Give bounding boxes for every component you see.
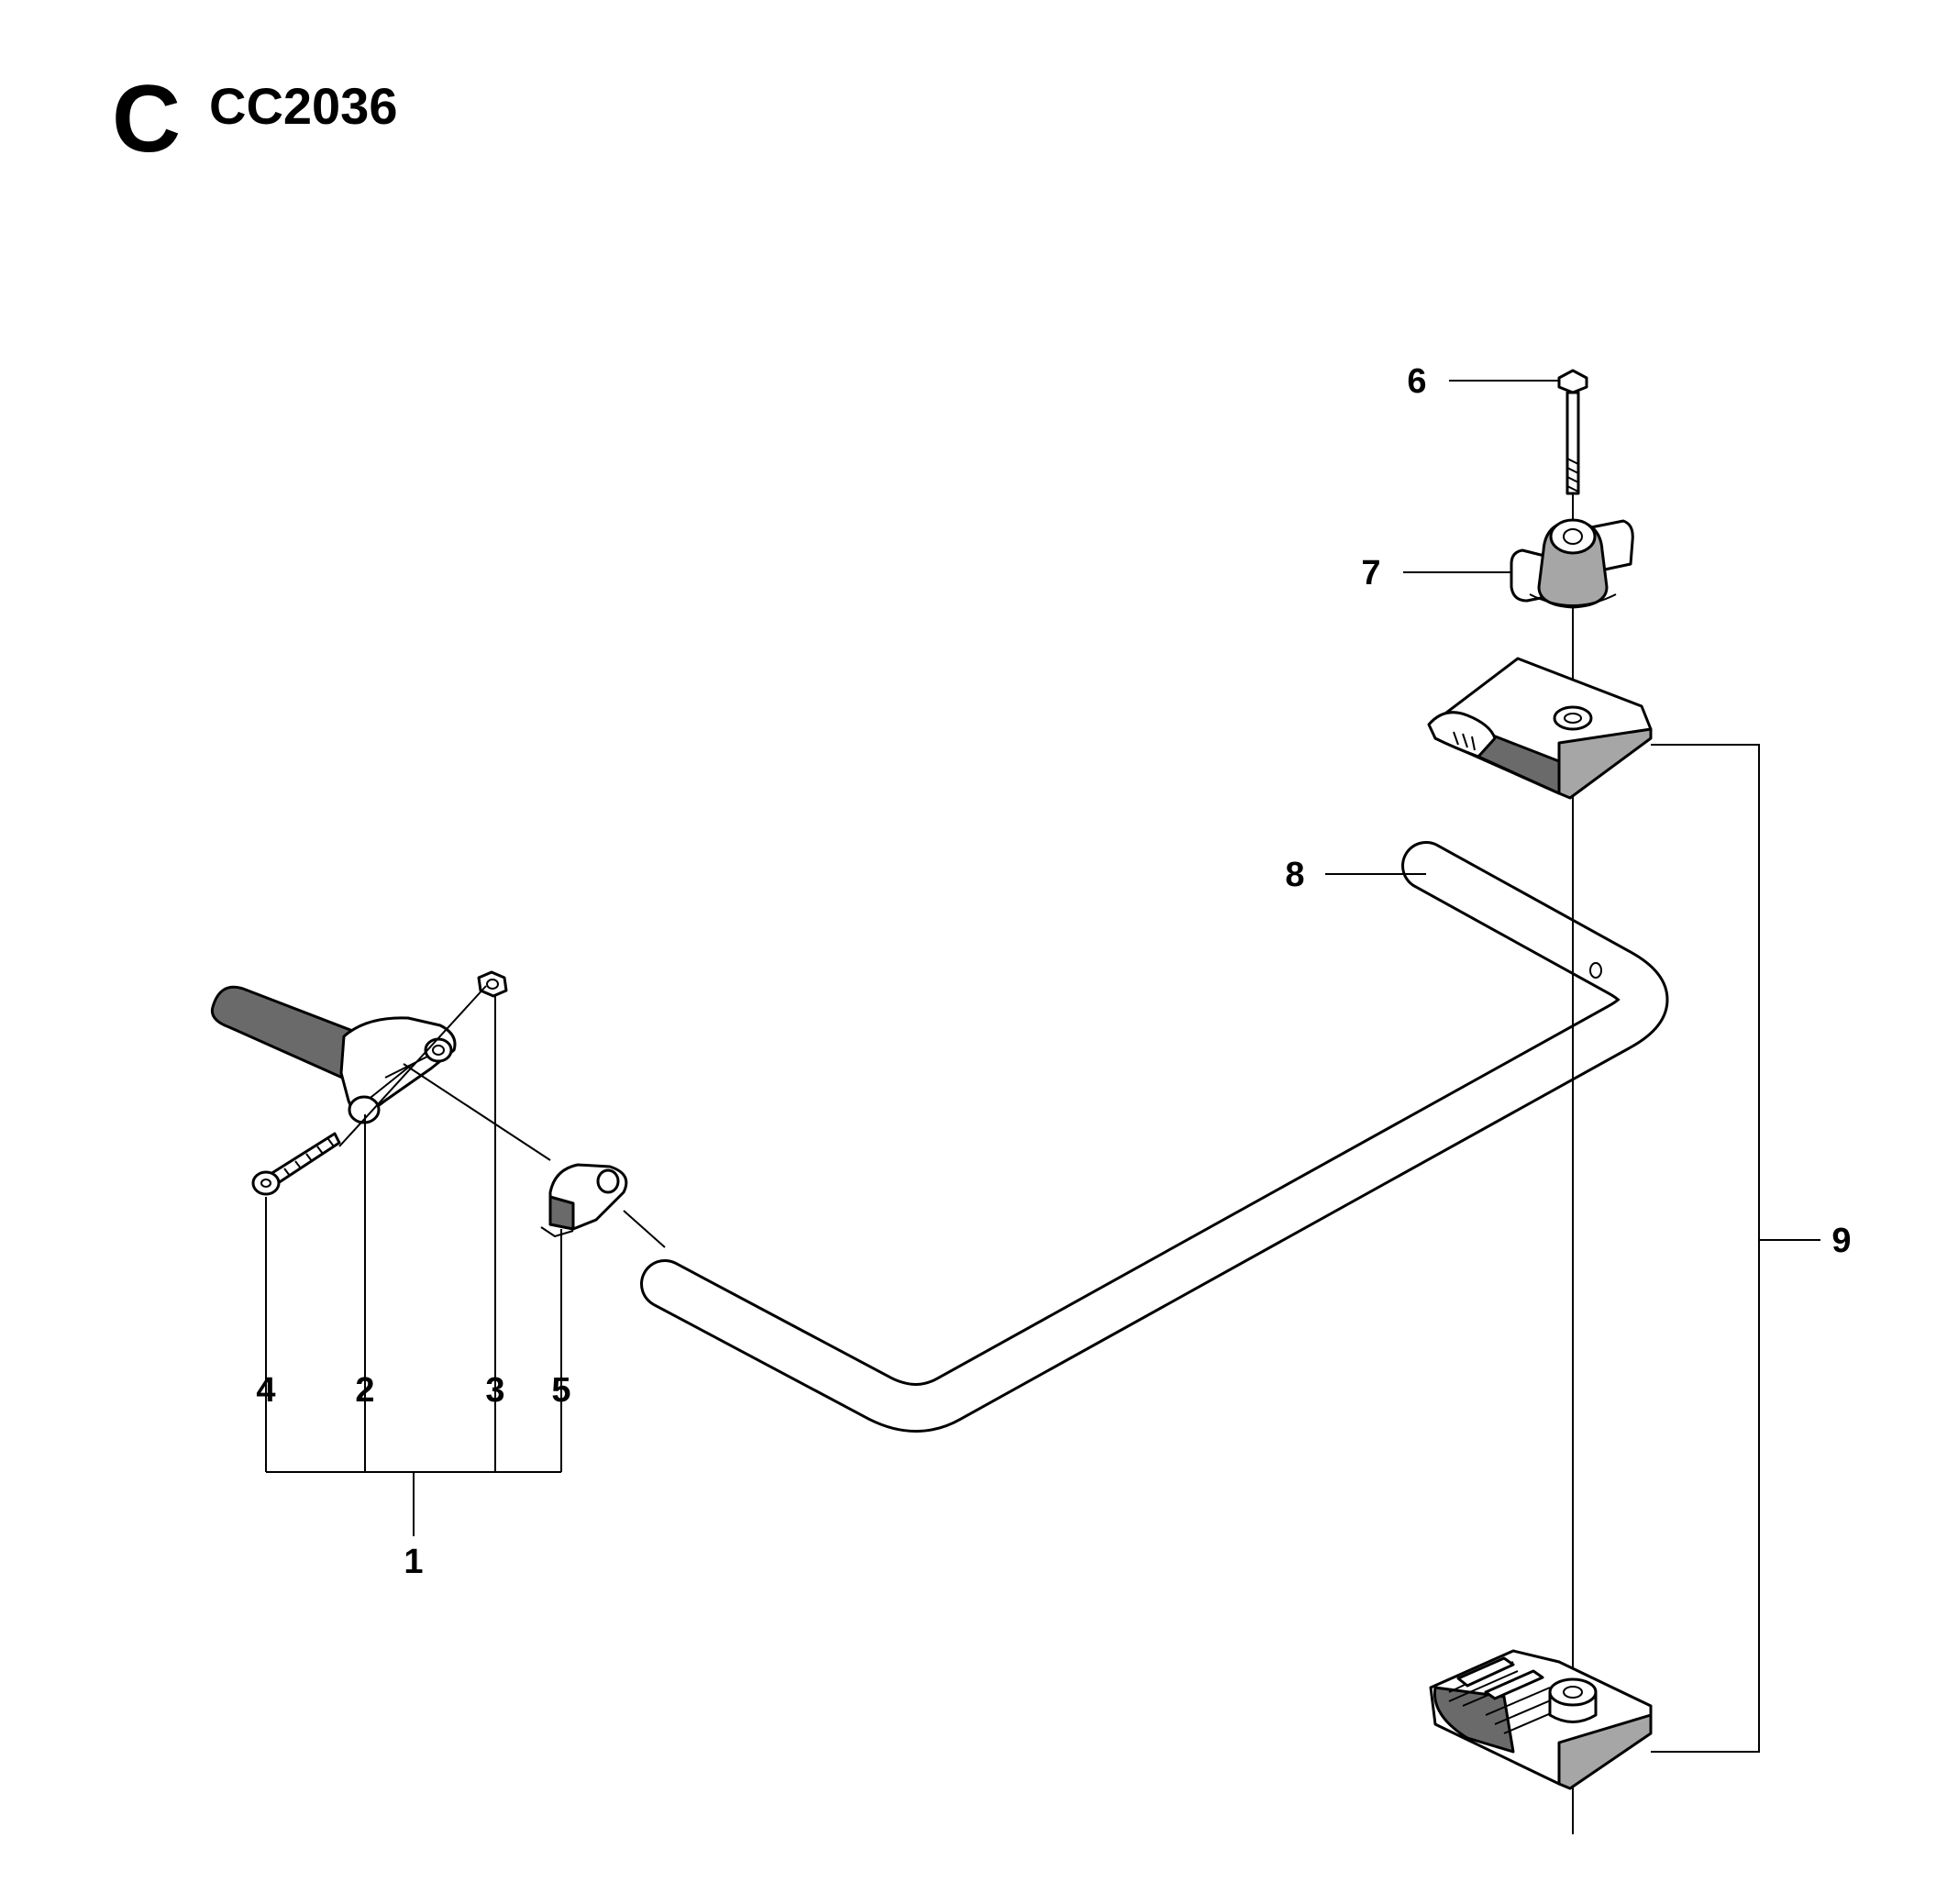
callout-8: 8 — [1285, 856, 1304, 894]
callout-6: 6 — [1407, 362, 1426, 401]
leader-9-bracket — [1651, 744, 1820, 1753]
nut — [477, 970, 508, 998]
assembly-axis-bar — [403, 1063, 666, 1248]
callout-5: 5 — [551, 1371, 570, 1410]
wing-knob — [1510, 518, 1634, 609]
callout-3: 3 — [485, 1371, 504, 1410]
screw — [251, 1132, 341, 1196]
callout-1: 1 — [404, 1543, 423, 1581]
clamp-piece — [540, 1163, 628, 1238]
upper-clamp-block — [1427, 657, 1653, 800]
handle-bar — [640, 841, 1669, 1433]
section-letter: C — [112, 66, 181, 172]
grip-handle — [210, 985, 457, 1124]
assembly-axis-left — [338, 985, 487, 1147]
lower-clamp-block — [1429, 1649, 1653, 1790]
callout-7: 7 — [1361, 554, 1380, 592]
callout-9: 9 — [1831, 1222, 1851, 1260]
leader-1-bracket — [265, 995, 562, 1536]
callout-2: 2 — [355, 1371, 374, 1410]
bolt — [1557, 369, 1588, 495]
callout-4: 4 — [256, 1371, 275, 1410]
model-number: CC2036 — [209, 77, 397, 135]
